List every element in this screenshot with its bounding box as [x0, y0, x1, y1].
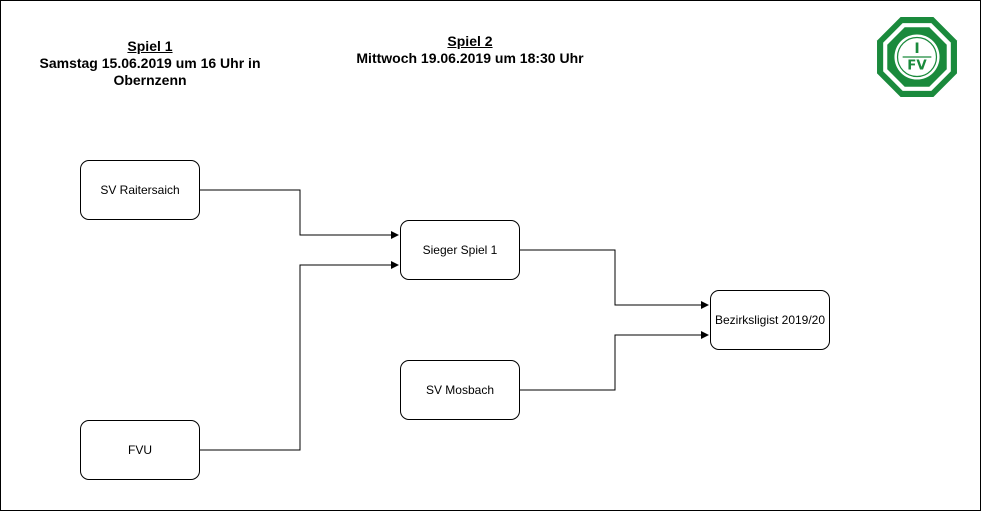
node-fvu: FVU [80, 420, 200, 480]
spiel1-title: Spiel 1 [127, 38, 173, 54]
svg-text:FV: FV [907, 58, 927, 73]
edge-mosbach-to-bezirksligist [520, 331, 709, 391]
spiel2-title: Spiel 2 [447, 33, 493, 49]
spiel2-heading: Spiel 2 Mittwoch 19.06.2019 um 18:30 Uhr [340, 33, 600, 67]
edge-fvu-to-sieger [200, 261, 399, 451]
spiel1-subtitle: Samstag 15.06.2019 um 16 Uhr in Obernzen… [39, 55, 261, 88]
spiel2-subtitle: Mittwoch 19.06.2019 um 18:30 Uhr [356, 50, 584, 66]
svg-text:I: I [914, 41, 919, 57]
node-sv-mosbach: SV Mosbach [400, 360, 520, 420]
spiel1-heading: Spiel 1 Samstag 15.06.2019 um 16 Uhr in … [35, 38, 265, 89]
club-logo: I FV [877, 17, 957, 97]
node-sieger-spiel-1: Sieger Spiel 1 [400, 220, 520, 280]
edge-raitersaich-to-sieger [200, 189, 399, 239]
node-sv-raitersaich: SV Raitersaich [80, 160, 200, 220]
node-bezirksligist: Bezirksligist 2019/20 [710, 290, 830, 350]
edge-sieger-to-bezirksligist [520, 249, 709, 309]
